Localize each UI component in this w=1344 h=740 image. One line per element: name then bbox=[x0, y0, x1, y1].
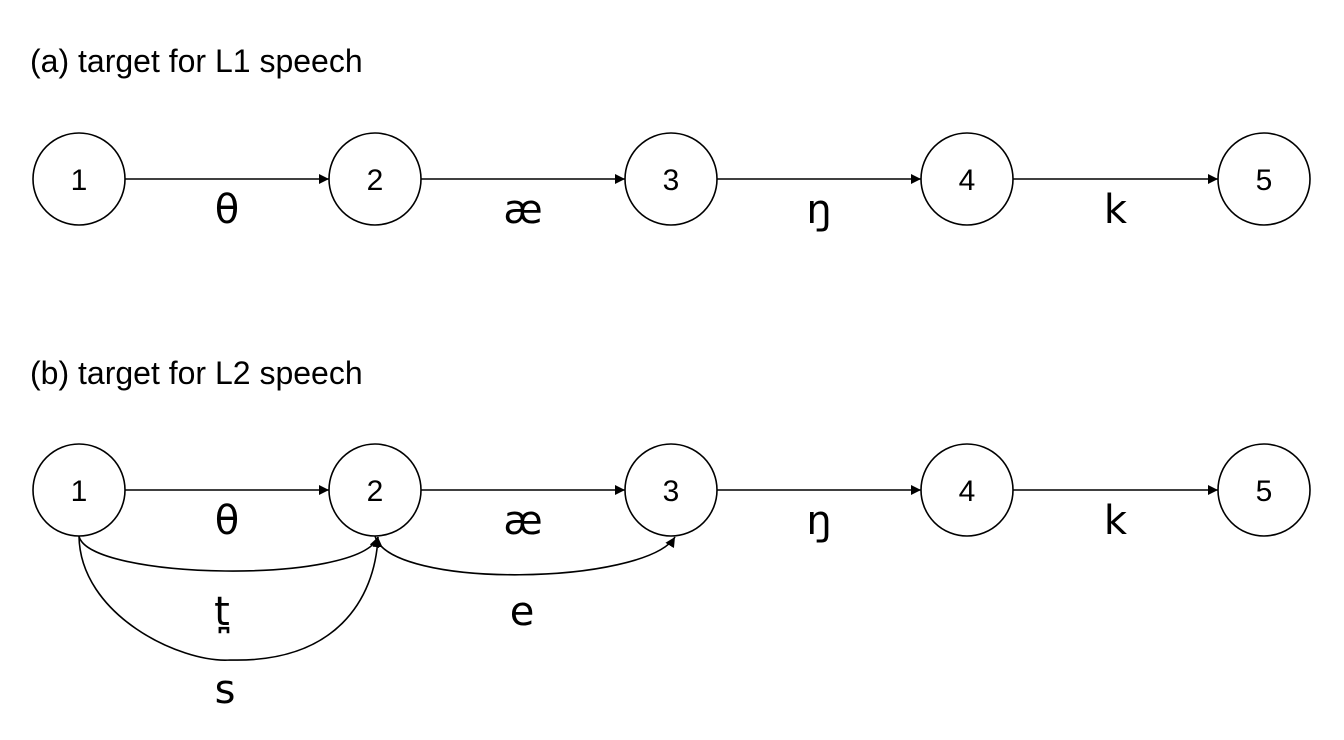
nodes-layer: 1 2 3 4 5 1 2 3 4 5 bbox=[32, 132, 1311, 537]
alt-edge-1-2-1 bbox=[78, 535, 383, 661]
edge-labels-layer: θ æ ŋ k θ æ ŋ k t̪ s e bbox=[214, 187, 1128, 713]
node-a-1 bbox=[32, 132, 126, 226]
alt-edge-2-3-2 bbox=[374, 535, 676, 576]
edges-layer bbox=[78, 174, 1218, 661]
node-label-b-3: 3 bbox=[663, 475, 680, 508]
node-label-b-5: 5 bbox=[1256, 475, 1273, 508]
edge-label-b-2-3: æ bbox=[503, 498, 542, 544]
edge-label-b-1-2: θ bbox=[215, 498, 239, 544]
edge-label-a-3-4: ŋ bbox=[806, 187, 831, 233]
alt-edge-label-0: t̪ bbox=[214, 589, 230, 635]
node-a-5 bbox=[1217, 132, 1311, 226]
edge-label-b-4-5: k bbox=[1104, 498, 1128, 544]
alt-edge-label-1: s bbox=[215, 667, 236, 713]
node-b-1 bbox=[32, 443, 126, 537]
node-label-b-4: 4 bbox=[959, 475, 976, 508]
node-a-4 bbox=[920, 132, 1014, 226]
edge-label-b-3-4: ŋ bbox=[806, 498, 831, 544]
node-label-b-1: 1 bbox=[71, 475, 88, 508]
diagram-b-title: (b) target for L2 speech bbox=[30, 355, 363, 391]
node-b-5 bbox=[1217, 443, 1311, 537]
node-a-3 bbox=[624, 132, 718, 226]
node-label-a-5: 5 bbox=[1256, 164, 1273, 197]
node-b-3 bbox=[624, 443, 718, 537]
node-label-a-1: 1 bbox=[71, 164, 88, 197]
node-label-a-4: 4 bbox=[959, 164, 976, 197]
alt-edge-1-2-0 bbox=[78, 535, 380, 572]
node-b-4 bbox=[920, 443, 1014, 537]
edge-label-a-2-3: æ bbox=[503, 187, 542, 233]
node-label-b-2: 2 bbox=[367, 475, 384, 508]
edge-label-a-1-2: θ bbox=[215, 187, 239, 233]
node-b-2 bbox=[328, 443, 422, 537]
diagram-a-title: (a) target for L1 speech bbox=[30, 43, 363, 79]
node-a-2 bbox=[328, 132, 422, 226]
node-label-a-3: 3 bbox=[663, 164, 680, 197]
edge-label-a-4-5: k bbox=[1104, 187, 1128, 233]
node-label-a-2: 2 bbox=[367, 164, 384, 197]
alt-edge-label-2: e bbox=[510, 589, 535, 635]
